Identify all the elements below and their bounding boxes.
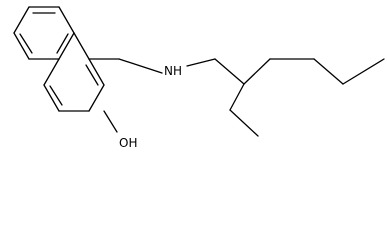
bond (229, 109, 259, 137)
double-bond-inner (85, 64, 99, 86)
double-bond-inner (56, 33, 69, 54)
bond (186, 58, 216, 67)
bond (313, 58, 344, 85)
bond (229, 83, 245, 111)
bond (88, 84, 105, 112)
bond (43, 84, 60, 112)
bond (243, 58, 271, 85)
substituent-bonds (88, 58, 385, 137)
chemical-structure: NH OH (13, 6, 385, 150)
amine-label: NH (164, 64, 182, 78)
bond (58, 6, 75, 34)
naphthalene-right-ring (43, 32, 105, 112)
bond (342, 58, 385, 85)
naphthalene-left-ring (13, 6, 75, 60)
bond (214, 58, 245, 85)
bond (118, 58, 163, 74)
double-bond-inner (19, 33, 33, 54)
bond (13, 6, 30, 34)
bond (88, 58, 105, 86)
bond (13, 32, 30, 60)
bond (43, 58, 60, 86)
bond (73, 32, 90, 60)
hydroxyl-label: OH (119, 136, 137, 150)
bond (103, 110, 118, 133)
double-bond-inner (49, 85, 63, 106)
bond (58, 32, 75, 60)
